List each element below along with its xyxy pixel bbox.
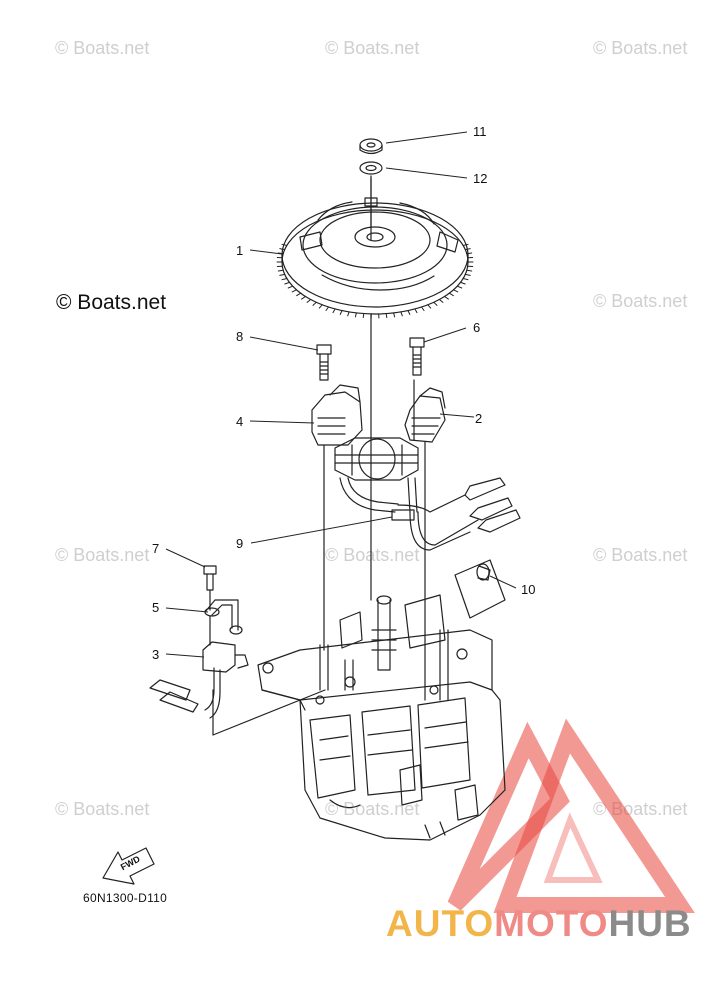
callout-9: 9 [236, 536, 244, 551]
callout-7: 7 [152, 541, 160, 556]
bolt-part [316, 344, 332, 381]
bolt-part [409, 337, 425, 376]
flywheel-part [281, 177, 469, 315]
callout-12: 12 [473, 171, 488, 186]
callout-4: 4 [236, 414, 244, 429]
stator-coil-part [311, 384, 446, 481]
callout-8: 8 [236, 329, 244, 344]
nut-part [359, 138, 383, 155]
callout-11: 11 [473, 124, 487, 139]
watermark: © Boats.net [325, 38, 420, 58]
watermark: © Boats.net [325, 545, 420, 565]
diagram-code: 60N1300-D110 [83, 891, 168, 905]
watermark: © Boats.net [325, 799, 420, 819]
watermark: © Boats.net [593, 545, 688, 565]
watermark: © Boats.net [593, 291, 688, 311]
watermark: © Boats.net [55, 545, 150, 565]
wire-harness-part [339, 477, 521, 551]
brand-wordmark: AUTOMOTOHUB [386, 903, 692, 945]
watermark-emphasized: © Boats.net [56, 291, 167, 314]
watermark: © Boats.net [55, 799, 150, 819]
screw-part [203, 565, 217, 591]
callout-6: 6 [473, 320, 481, 335]
callout-2: 2 [475, 411, 483, 426]
brand-part-moto: MOTO [494, 903, 609, 944]
engine-block-part [257, 559, 506, 841]
watermark: © Boats.net [593, 38, 688, 58]
sensor-part [149, 641, 249, 719]
callout-5: 5 [152, 600, 160, 615]
callout-1: 1 [236, 243, 244, 258]
callout-10: 10 [521, 582, 536, 597]
brand-part-hub: HUB [608, 903, 692, 944]
fwd-arrow-icon [102, 847, 155, 885]
washer-part [359, 161, 383, 175]
brand-part-auto: AUTO [386, 903, 495, 944]
dowel-pin-part [476, 563, 491, 581]
callout-3: 3 [152, 647, 160, 662]
watermark: © Boats.net [55, 38, 150, 58]
